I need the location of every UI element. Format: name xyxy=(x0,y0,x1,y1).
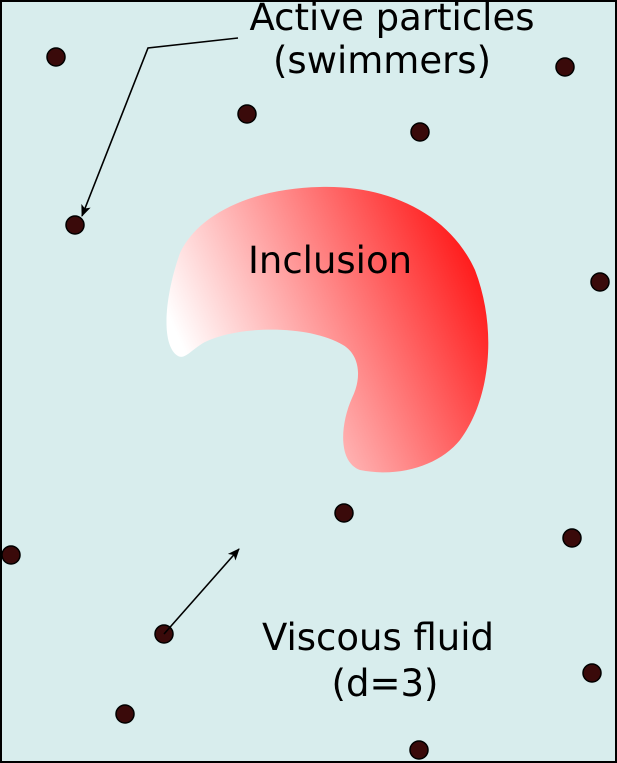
swimmer-particle xyxy=(555,57,575,77)
active-particles xyxy=(1,47,610,760)
swimmers-label: (swimmers) xyxy=(273,39,491,82)
swimmer-particle xyxy=(65,215,85,235)
swimmer-particle xyxy=(46,47,66,67)
dimension-label: (d=3) xyxy=(332,662,439,705)
swimmer-particle xyxy=(334,503,354,523)
swimmer-particle xyxy=(409,740,429,760)
inclusion-label: Inclusion xyxy=(248,239,412,282)
swimming-direction-arrow xyxy=(163,548,240,635)
swimmer-particle xyxy=(115,704,135,724)
swimmer-particle xyxy=(237,104,257,124)
swimmer-particle xyxy=(1,545,21,565)
viscous-fluid-label: Viscous fluid xyxy=(262,616,494,659)
active-particles-label: Active particles xyxy=(249,0,534,39)
active-particles-pointer xyxy=(81,37,239,217)
swimmer-particle xyxy=(562,528,582,548)
swimmer-particle xyxy=(582,663,602,683)
swimmer-particle xyxy=(590,272,610,292)
inclusion-body xyxy=(166,186,489,473)
swimmer-particle xyxy=(410,122,430,142)
